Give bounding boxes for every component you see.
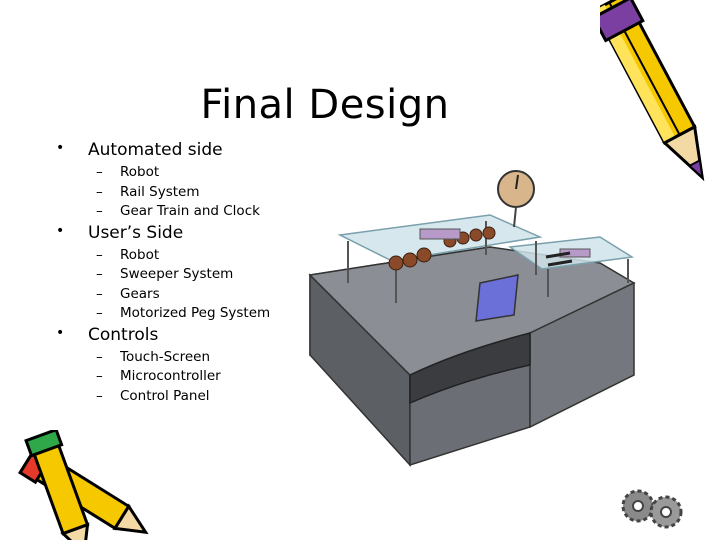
sub-bullet-label: Robot <box>120 164 160 180</box>
pencils-clipart-icon <box>18 430 149 540</box>
sub-bullet: –Gears <box>52 286 352 306</box>
sub-bullet: – Microcontroller <box>52 368 352 388</box>
sub-bullet: – Motorized Peg System <box>52 305 352 325</box>
bullet-dot: • <box>56 324 65 341</box>
sub-bullet: – Robot <box>52 164 352 184</box>
sub-bullet-label: Gear Train and Clock <box>120 203 260 219</box>
sub-bullet-label: Sweeper System <box>120 266 234 282</box>
sub-dash: – <box>96 183 103 200</box>
sub-dash: – <box>96 348 103 365</box>
sub-bullet-label: Control Panel <box>120 387 210 404</box>
sub-bullet-label: Robot <box>120 246 160 263</box>
sub-bullet-label: Touch-Screen <box>120 348 211 365</box>
sub-dash: – <box>96 203 103 219</box>
sub-dash: – <box>96 266 103 282</box>
bullet-label: Controls <box>88 324 159 345</box>
sub-bullet-label: Rail System <box>120 183 200 200</box>
sub-dash: – <box>96 368 103 384</box>
sub-bullet: –Rail System <box>52 184 352 204</box>
gears-clipart-icon <box>621 489 683 529</box>
sub-bullet: –Control Panel <box>52 388 352 408</box>
machine-illustration <box>308 170 636 467</box>
sub-bullet-label: Microcontroller <box>120 368 221 384</box>
sub-bullet-label: Motorized Peg System <box>120 305 271 321</box>
slide-title: Final Design <box>200 82 450 128</box>
bullet-dot: • <box>56 140 65 156</box>
bullet-dot: • <box>56 222 65 239</box>
sub-dash: – <box>96 246 103 263</box>
bullet-automated: • Automated side <box>52 140 352 164</box>
sub-dash: – <box>96 164 103 180</box>
sub-bullet-label: Gears <box>120 285 160 302</box>
bullet-users-side: • User’s Side <box>52 223 352 247</box>
sub-bullet: – Sweeper System <box>52 266 352 286</box>
sub-dash: – <box>96 305 103 321</box>
sub-bullet: –Robot <box>52 247 352 267</box>
pencil-clipart-icon <box>600 0 705 182</box>
sub-bullet: –Touch-Screen <box>52 349 352 369</box>
sub-dash: – <box>96 285 103 302</box>
sub-bullet: – Gear Train and Clock <box>52 203 352 223</box>
bullet-controls: • Controls <box>52 325 352 349</box>
bullet-label: Automated side <box>88 140 223 160</box>
bullet-list: • Automated side –Robot –Rail System –Ge… <box>52 140 352 407</box>
sub-dash: – <box>96 387 103 404</box>
bullet-label: User’s Side <box>88 222 184 243</box>
